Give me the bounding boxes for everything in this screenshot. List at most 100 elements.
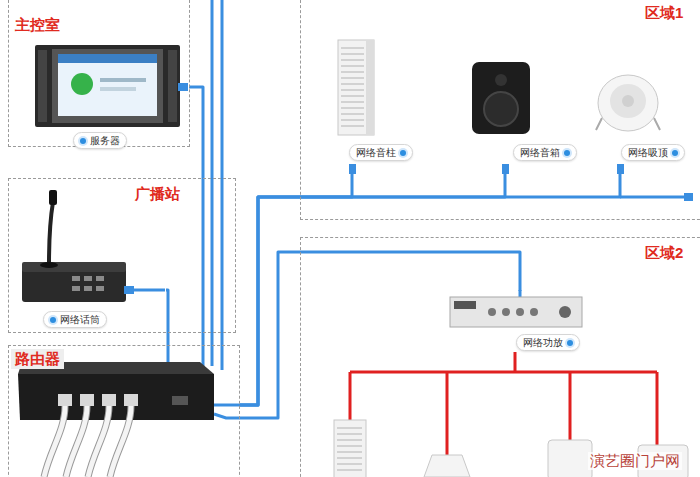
label-dot bbox=[400, 150, 406, 156]
label-dot bbox=[50, 317, 56, 323]
speaker-side bbox=[366, 40, 374, 135]
zone-box: 区域1 网络音柱 网络音箱网络吸顶 bbox=[300, 0, 700, 220]
cable-plug bbox=[178, 83, 188, 91]
zone-box: 区域2 网络功放 bbox=[300, 237, 700, 477]
patch-cable bbox=[66, 406, 87, 477]
patch-cable bbox=[110, 406, 131, 477]
device-node: 网络音箱 bbox=[471, 59, 581, 164]
gooseneck bbox=[49, 202, 53, 264]
device-name: 网络功放 bbox=[523, 336, 563, 349]
router-body bbox=[18, 374, 214, 420]
cable bbox=[214, 404, 240, 407]
watermark: 演艺圈门户网 bbox=[588, 452, 682, 470]
cable bbox=[211, 0, 214, 366]
port bbox=[124, 394, 138, 406]
device-node: 服务器 bbox=[31, 43, 189, 151]
speaker-cap bbox=[622, 95, 634, 107]
router-illustration bbox=[18, 362, 214, 477]
mic-button bbox=[84, 286, 92, 291]
device-name: 网络话筒 bbox=[60, 313, 100, 326]
screen bbox=[58, 54, 157, 116]
port bbox=[58, 394, 72, 406]
label-dot bbox=[567, 340, 573, 346]
cable bbox=[167, 345, 170, 364]
patch-cable bbox=[88, 406, 109, 477]
speaker-wire bbox=[350, 352, 657, 455]
ceiling-speaker bbox=[596, 75, 660, 131]
speaker-body bbox=[472, 62, 530, 134]
zone2-speakers bbox=[334, 420, 688, 477]
zone-box: 广播站网络话筒 bbox=[8, 178, 236, 333]
network-cable bbox=[240, 164, 505, 405]
cable bbox=[620, 196, 686, 199]
mic-button bbox=[96, 286, 104, 291]
mic-foot bbox=[40, 262, 58, 268]
zone-box: 主控室服务器 bbox=[8, 0, 190, 147]
screen-line bbox=[100, 78, 146, 82]
network-cable bbox=[240, 252, 520, 418]
patch-cable bbox=[110, 406, 131, 477]
zone-heading: 主控室 bbox=[15, 16, 60, 34]
server-illustration bbox=[35, 45, 188, 127]
tweeter bbox=[495, 74, 507, 86]
speaker-body bbox=[338, 40, 374, 135]
mic-base-top bbox=[22, 262, 126, 272]
column-speaker bbox=[334, 420, 366, 477]
mic-button bbox=[84, 276, 92, 281]
screen-line bbox=[100, 87, 136, 91]
amp-knob bbox=[530, 308, 538, 316]
amp-body bbox=[450, 297, 582, 327]
zone-heading: 区域2 bbox=[645, 244, 683, 262]
rack-ear bbox=[38, 50, 47, 122]
network-cable bbox=[166, 290, 168, 345]
bezel bbox=[52, 49, 163, 123]
cable bbox=[202, 345, 205, 366]
device-name: 服务器 bbox=[90, 134, 120, 147]
screen-bar bbox=[58, 54, 157, 63]
device-label: 网络音柱 bbox=[349, 144, 413, 161]
network-cable bbox=[189, 87, 203, 345]
network-cable bbox=[240, 164, 620, 405]
label-dot bbox=[80, 138, 86, 144]
zone-heading: 区域1 bbox=[645, 4, 683, 22]
amplifier-illustration bbox=[450, 290, 582, 327]
label-dot bbox=[672, 150, 678, 156]
rack-frame bbox=[35, 45, 180, 127]
cable bbox=[214, 414, 240, 418]
wall-speaker bbox=[548, 440, 592, 477]
amp-knob bbox=[502, 308, 510, 316]
woofer bbox=[484, 92, 518, 126]
zone-box: 路由器 bbox=[8, 345, 240, 477]
cable-plug bbox=[124, 286, 134, 294]
device-node: 网络吸顶 bbox=[596, 71, 696, 164]
rack-ear bbox=[168, 50, 177, 122]
sfp-port bbox=[172, 396, 188, 405]
patch-cable bbox=[66, 406, 87, 477]
patch-cables bbox=[44, 406, 131, 477]
device-name: 网络吸顶 bbox=[628, 146, 668, 159]
box-speaker bbox=[472, 62, 530, 134]
device-label: 网络吸顶 bbox=[621, 144, 685, 161]
zone-heading: 广播站 bbox=[135, 185, 180, 203]
patch-cable bbox=[88, 406, 109, 477]
port bbox=[80, 394, 94, 406]
microphone-illustration bbox=[22, 190, 165, 302]
amp-knob bbox=[488, 308, 496, 316]
patch-cable bbox=[44, 406, 65, 477]
mic-button bbox=[72, 276, 80, 281]
bus-extension bbox=[349, 164, 693, 201]
speaker-rim bbox=[598, 75, 658, 131]
patch-cables-core bbox=[44, 406, 131, 477]
mic-button bbox=[96, 276, 104, 281]
amp-display bbox=[454, 301, 476, 309]
column-speaker bbox=[338, 40, 374, 135]
amp-knob bbox=[516, 308, 524, 316]
device-name: 网络音柱 bbox=[356, 146, 396, 159]
mic-head bbox=[49, 190, 57, 205]
device-node: 网络功放 bbox=[446, 291, 596, 353]
amp-knob bbox=[559, 306, 571, 318]
label-dot bbox=[564, 150, 570, 156]
